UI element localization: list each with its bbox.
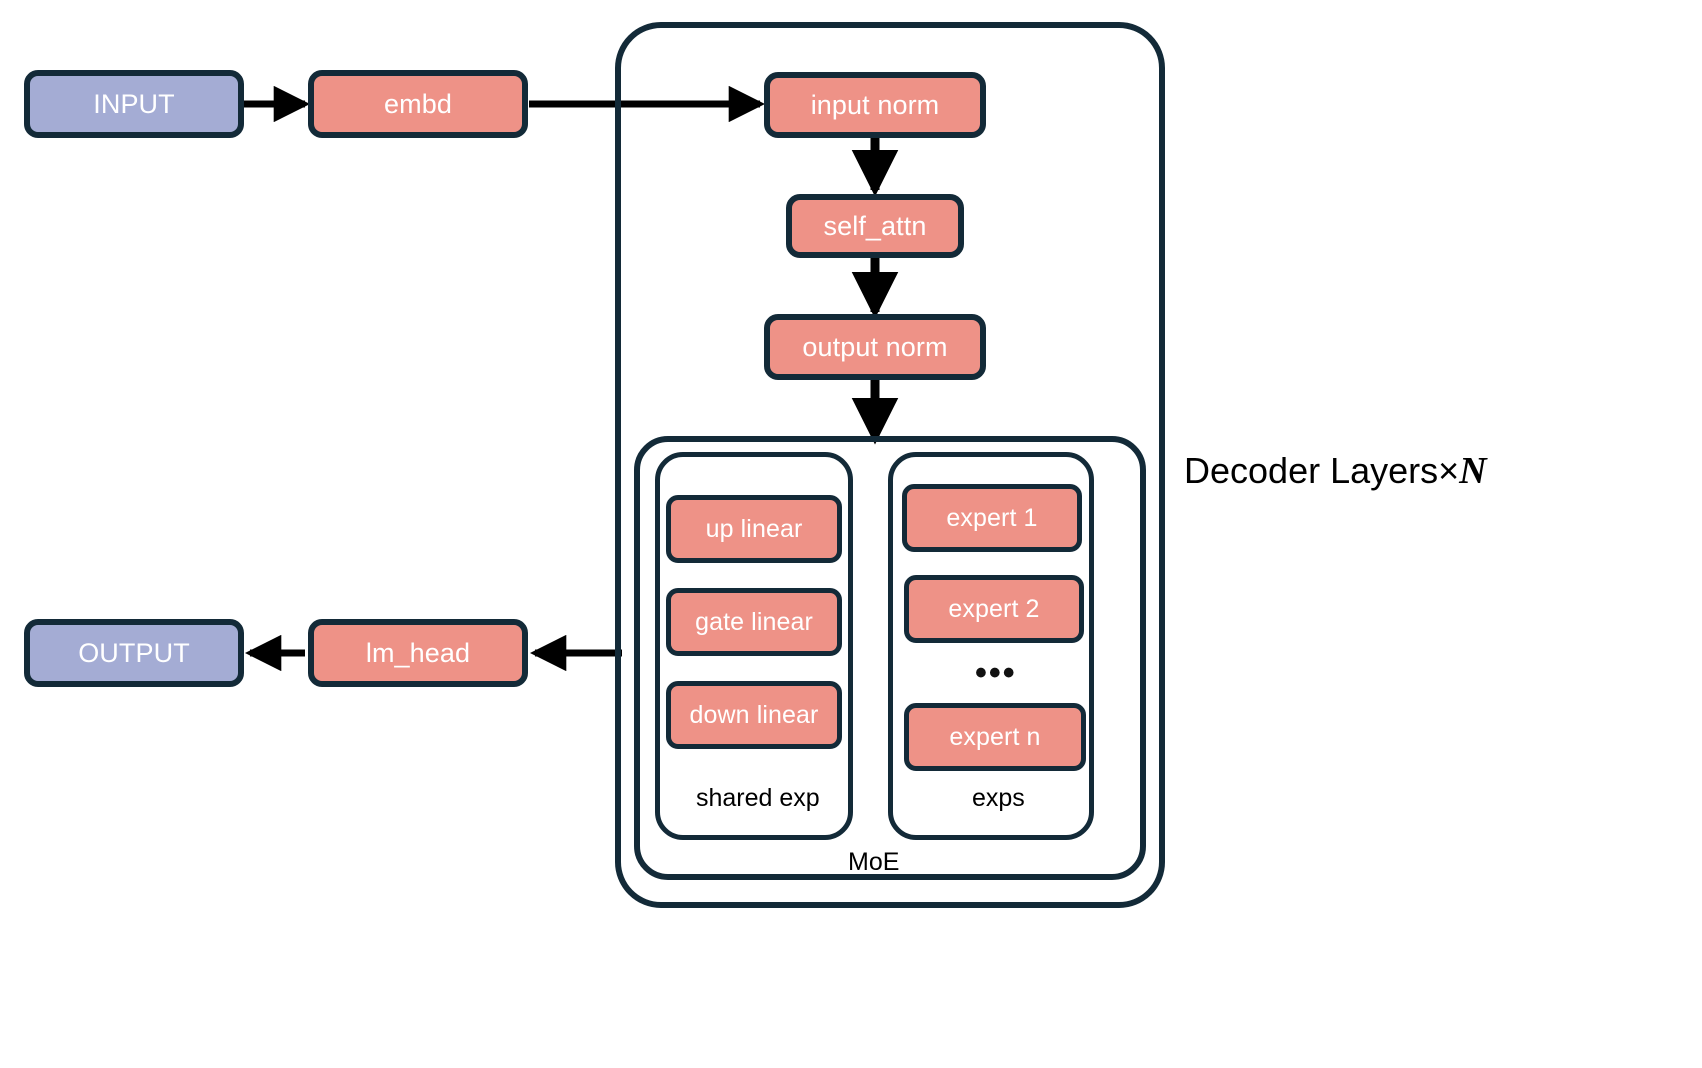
shared-expert-container xyxy=(655,452,853,840)
node-embd-label: embd xyxy=(384,88,452,119)
experts-container xyxy=(888,452,1094,840)
node-expert-2[interactable]: expert 2 xyxy=(904,575,1084,643)
node-up-linear-label: up linear xyxy=(705,514,803,543)
decoder-layers-container xyxy=(615,22,1165,908)
node-lm-head[interactable]: lm_head xyxy=(308,619,528,687)
node-expert-1-label: expert 1 xyxy=(946,503,1038,532)
node-input-norm[interactable]: input norm xyxy=(764,72,986,138)
node-down-linear[interactable]: down linear xyxy=(666,681,842,749)
node-lm-head-label: lm_head xyxy=(365,637,471,668)
node-embd[interactable]: embd xyxy=(308,70,528,138)
experts-ellipsis: ••• xyxy=(975,654,1017,692)
node-output-norm[interactable]: output norm xyxy=(764,314,986,380)
node-expert-n-label: expert n xyxy=(949,722,1041,751)
node-input[interactable]: INPUT xyxy=(24,70,244,138)
node-output[interactable]: OUTPUT xyxy=(24,619,244,687)
shared-expert-label: shared exp xyxy=(696,784,820,812)
decoder-layers-caption-text: Decoder Layers× xyxy=(1184,450,1460,491)
node-up-linear[interactable]: up linear xyxy=(666,495,842,563)
node-self-attn[interactable]: self_attn xyxy=(786,194,964,258)
node-gate-linear[interactable]: gate linear xyxy=(666,588,842,656)
node-input-label: INPUT xyxy=(93,88,175,119)
node-down-linear-label: down linear xyxy=(689,700,819,729)
experts-label: exps xyxy=(972,784,1025,812)
decoder-layers-caption: Decoder Layers×N xyxy=(1184,452,1487,490)
node-self-attn-label: self_attn xyxy=(823,210,927,241)
node-output-label: OUTPUT xyxy=(78,637,190,668)
node-expert-n[interactable]: expert n xyxy=(904,703,1086,771)
node-expert-1[interactable]: expert 1 xyxy=(902,484,1082,552)
node-expert-2-label: expert 2 xyxy=(948,594,1040,623)
node-gate-linear-label: gate linear xyxy=(695,607,813,636)
decoder-layers-count-variable: N xyxy=(1459,450,1487,492)
node-input-norm-label: input norm xyxy=(810,89,940,120)
moe-label: MoE xyxy=(848,848,900,876)
node-output-norm-label: output norm xyxy=(802,331,948,362)
